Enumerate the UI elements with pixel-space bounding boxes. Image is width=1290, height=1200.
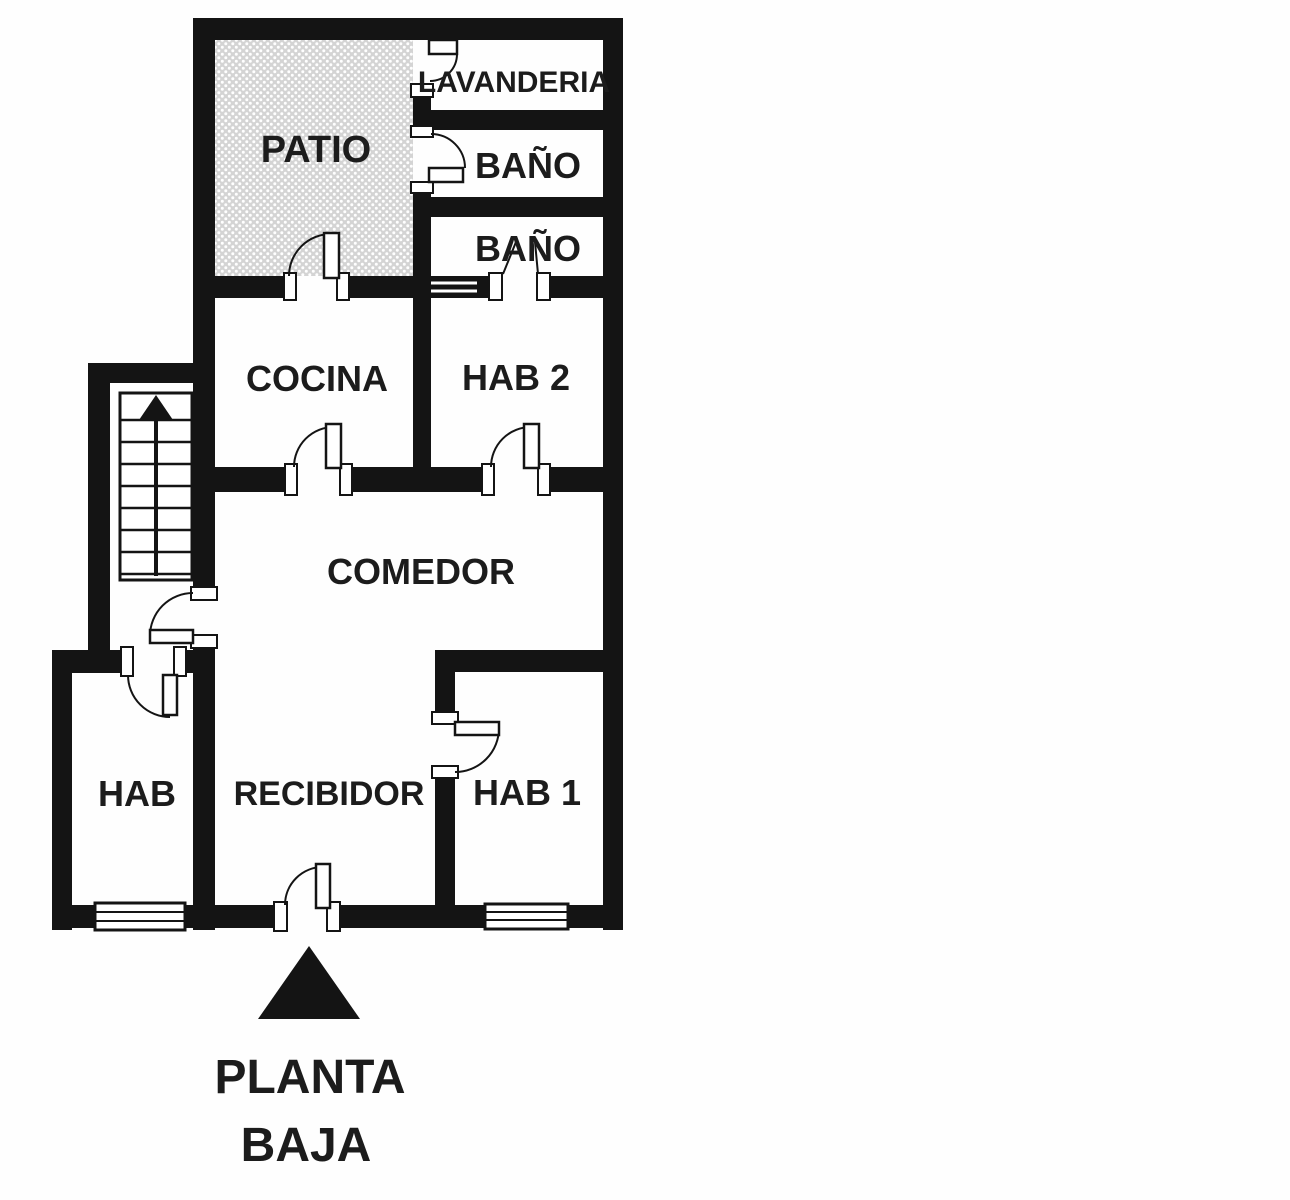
door-stairhall-hab	[120, 646, 187, 718]
room-label-hab2: HAB 2	[462, 357, 570, 398]
plan-title-line2: BAJA	[241, 1119, 372, 1172]
door-cocina-comedor	[284, 422, 353, 496]
door-bano1	[410, 125, 466, 194]
door-lavanderia	[410, 38, 459, 98]
door-hab2-comedor	[481, 422, 551, 496]
window-bano2	[431, 276, 477, 298]
stairs-up-arrow-icon	[139, 395, 173, 576]
door-bano2	[488, 241, 551, 301]
room-label-lavanderia: LAVANDERIA	[418, 66, 610, 99]
room-label-bano1: BAÑO	[475, 144, 581, 186]
room-label-bano2: BAÑO	[475, 227, 581, 269]
room-label-patio: PATIO	[261, 129, 371, 171]
door-stairhall	[148, 586, 218, 649]
window-hab1	[483, 902, 570, 931]
door-entrance	[273, 862, 341, 932]
plan-title-line1: PLANTA	[214, 1051, 405, 1104]
staircase	[118, 391, 194, 582]
room-label-hab1: HAB 1	[473, 772, 581, 813]
room-label-cocina: COCINA	[246, 358, 388, 399]
room-label-recibidor: RECIBIDOR	[234, 775, 425, 813]
entrance-marker-triangle	[258, 946, 360, 1019]
walls	[52, 18, 623, 930]
door-recibidor-hab1	[431, 711, 501, 779]
room-label-comedor: COMEDOR	[327, 551, 515, 592]
door-patio-cocina	[283, 231, 350, 301]
window-hab	[93, 901, 187, 932]
room-label-hab: HAB	[98, 773, 176, 814]
